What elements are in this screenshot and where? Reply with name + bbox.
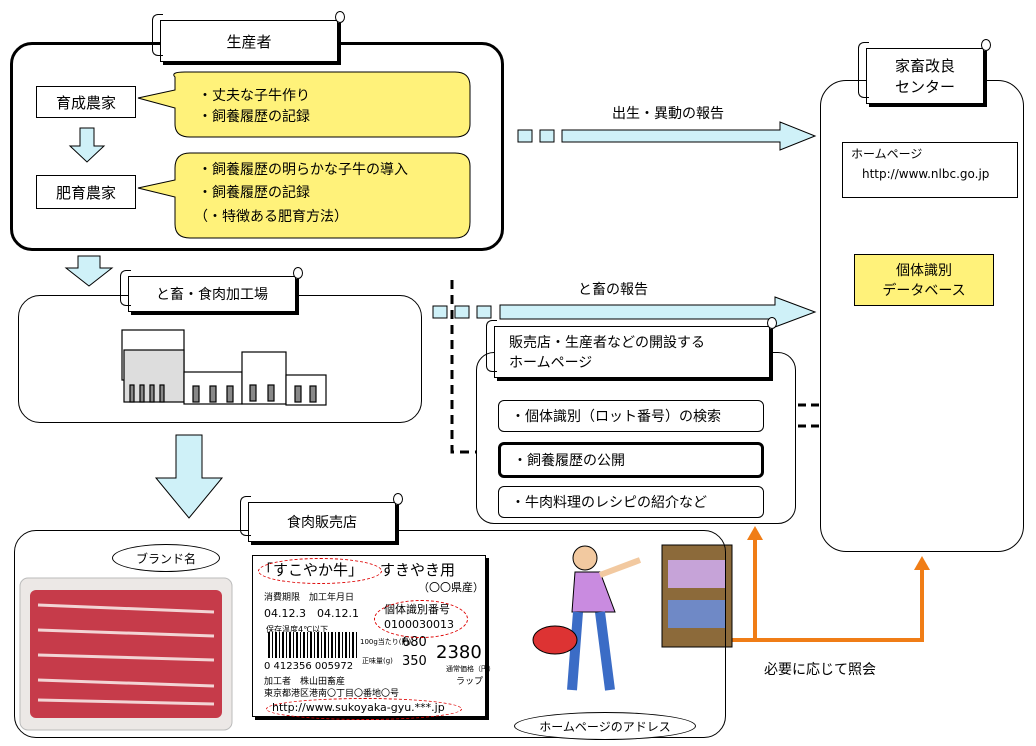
- down-arrow-plant: [64, 255, 114, 287]
- callout-bubble-1: [137, 71, 471, 138]
- down-arrow-store: [154, 434, 224, 519]
- slaughter-report-arrow: [432, 296, 817, 328]
- callout-bubble-2: [137, 152, 471, 239]
- shopper-illustration: [532, 544, 733, 691]
- factory-illustration: [121, 329, 327, 406]
- server-illustration: [859, 311, 986, 490]
- query-arrows: [772, 399, 848, 432]
- birth-report-arrow: [517, 121, 817, 151]
- inquiry-lines: [725, 538, 924, 642]
- beef-photo: [19, 577, 233, 731]
- down-arrow-farm: [68, 127, 106, 163]
